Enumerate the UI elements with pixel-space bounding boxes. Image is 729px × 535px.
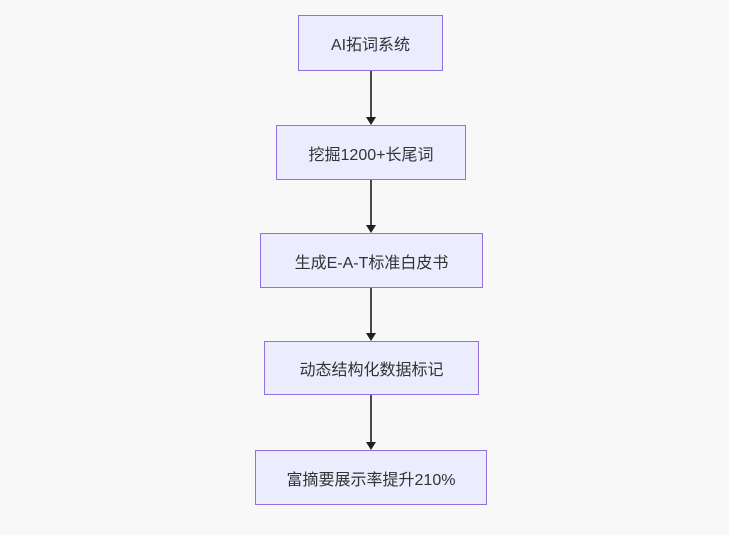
flow-node-label: AI拓词系统 [330,37,411,54]
flow-node-label: 动态结构化数据标记 [299,362,444,379]
flow-arrow-3 [366,288,376,341]
flow-node-ai-keyword-system: AI拓词系统 [298,15,443,71]
flow-arrow-2 [366,180,376,233]
arrow-line [370,288,372,333]
arrow-line [370,71,372,117]
flow-arrow-1 [366,71,376,125]
flow-node-label: 富摘要展示率提升210% [286,471,456,489]
flow-node-label: 挖掘1200+长尾词 [308,146,434,164]
arrow-down-icon [366,117,376,125]
arrow-down-icon [366,442,376,450]
arrow-line [370,395,372,442]
arrow-down-icon [366,333,376,341]
flow-arrow-4 [366,395,376,450]
flow-node-label: 生成E-A-T标准白皮书 [294,254,449,272]
flow-node-eat-whitepaper: 生成E-A-T标准白皮书 [260,233,483,288]
arrow-down-icon [366,225,376,233]
flow-node-longtail-mining: 挖掘1200+长尾词 [276,125,466,180]
flow-node-structured-data-markup: 动态结构化数据标记 [264,341,479,395]
arrow-line [370,180,372,225]
flow-node-rich-snippet-result: 富摘要展示率提升210% [255,450,487,505]
